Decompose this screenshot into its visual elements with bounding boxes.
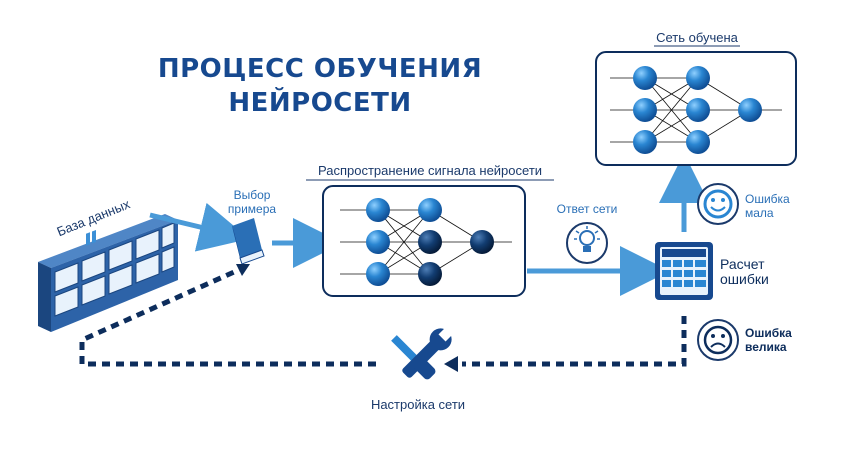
happy-face-icon — [697, 183, 739, 225]
sad-face-icon — [697, 319, 739, 361]
arrow-shelf-to-book — [149, 202, 250, 252]
page-title-line1: ПРОЦЕСС ОБУЧЕНИЯ — [157, 54, 483, 84]
select-example-label-2: примера — [228, 202, 276, 216]
neuron — [738, 98, 762, 122]
neuron — [366, 230, 390, 254]
neuron — [418, 230, 442, 254]
feedback-arrowhead-left — [444, 356, 458, 372]
trained-network-neurons — [633, 66, 762, 154]
signal-propagation-label: Распространение сигнала нейросети — [318, 163, 542, 178]
error-large-label-2: велика — [745, 340, 787, 354]
network-tuning-label: Настройка сети — [371, 397, 465, 412]
page-title: ПРОЦЕСС ОБУЧЕНИЯ НЕЙРОСЕТИ — [150, 52, 490, 120]
error-large-label-1: Ошибка — [745, 326, 792, 340]
network-trained-label: Сеть обучена — [656, 30, 739, 45]
error-calc-label-2: ошибки — [720, 271, 769, 287]
neuron — [633, 130, 657, 154]
neuron — [418, 198, 442, 222]
neuron — [633, 66, 657, 90]
error-calc-label-1: Расчет — [720, 256, 765, 272]
neuron — [686, 98, 710, 122]
lightbulb-icon — [566, 222, 608, 264]
neuron — [470, 230, 494, 254]
wrench-screwdriver-icon — [391, 325, 455, 380]
network-answer-label: Ответ сети — [557, 202, 618, 216]
select-example-label-1: Выбор — [234, 188, 271, 202]
neuron — [366, 262, 390, 286]
error-small-label-2: мала — [745, 206, 774, 220]
feedback-dashed-path — [79, 265, 687, 367]
bookshelf-icon — [38, 214, 178, 332]
error-small-label-1: Ошибка — [745, 192, 790, 206]
page-title-line2: НЕЙРОСЕТИ — [228, 88, 412, 118]
neuron — [418, 262, 442, 286]
neuron — [686, 66, 710, 90]
book-icon — [232, 218, 265, 265]
neuron — [686, 130, 710, 154]
signal-network-neurons — [366, 198, 494, 286]
feedback-arrowhead-book — [236, 264, 250, 276]
calculator-icon — [655, 242, 713, 300]
neuron — [633, 98, 657, 122]
neuron — [366, 198, 390, 222]
